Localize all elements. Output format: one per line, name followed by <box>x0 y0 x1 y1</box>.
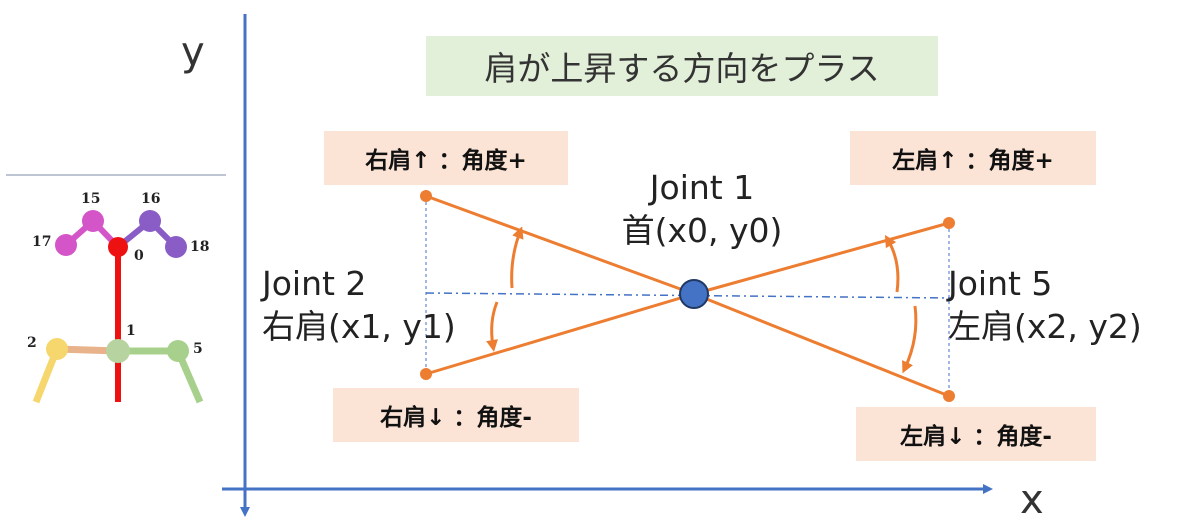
label-right-shoulder-up: 右肩↑ ：角度+ <box>324 131 568 185</box>
point-left-shoulder-down <box>943 390 955 402</box>
keypoint-label-18: 18 <box>190 239 210 255</box>
arc-right-up <box>510 226 524 289</box>
keypoint-17 <box>55 234 77 256</box>
keypoint-1 <box>106 339 130 363</box>
diagram-title: 肩が上昇する方向をプラス <box>426 36 938 96</box>
point-right-shoulder-down <box>420 368 432 380</box>
label-joint-5-line2: 左肩(x2, y2) <box>948 307 1142 346</box>
keypoint-15 <box>82 210 104 232</box>
keypoint-label-0: 0 <box>134 248 144 264</box>
keypoint-0 <box>108 237 128 257</box>
label-joint-2: Joint 2 右肩(x1, y1) <box>262 262 456 348</box>
label-joint-1-line2: 首(x0, y0) <box>621 211 783 250</box>
label-joint-2-line1: Joint 2 <box>262 264 367 303</box>
horizontal-reference-line <box>425 292 951 299</box>
keypoint-label-17: 17 <box>32 234 52 250</box>
keypoint-5 <box>167 340 189 362</box>
arc-left-down <box>902 305 918 374</box>
neck-joint <box>679 279 709 309</box>
keypoint-label-16: 16 <box>141 191 161 207</box>
label-joint-2-line2: 右肩(x1, y1) <box>262 307 456 346</box>
label-joint-5: Joint 5 左肩(x2, y2) <box>948 262 1142 348</box>
label-left-shoulder-up: 左肩↑ ：角度+ <box>850 131 1096 185</box>
line-left-shoulder-up <box>693 221 950 296</box>
keypoint-label-1: 1 <box>126 323 136 339</box>
keypoint-label-15: 15 <box>81 191 101 207</box>
line-left-shoulder-down <box>693 292 950 398</box>
y-axis-label: y <box>181 29 205 75</box>
label-joint-1-line1: Joint 1 <box>649 168 755 207</box>
arc-left-up <box>884 234 900 293</box>
x-axis-label: x <box>1020 477 1044 523</box>
line-right-shoulder-down <box>425 292 695 376</box>
label-right-shoulder-down: 右肩↓ ：角度- <box>333 388 579 442</box>
label-joint-1: Joint 1 首(x0, y0) <box>612 166 792 252</box>
skeleton-figure <box>32 210 204 404</box>
keypoint-2 <box>46 338 68 360</box>
keypoint-label-5: 5 <box>193 341 203 357</box>
arc-right-down <box>486 301 499 352</box>
label-left-shoulder-down: 左肩↓ ：角度- <box>856 407 1096 461</box>
keypoint-18 <box>165 236 187 258</box>
keypoint-16 <box>139 210 161 232</box>
label-joint-5-line1: Joint 5 <box>948 264 1053 303</box>
point-right-shoulder-up <box>420 190 432 202</box>
point-left-shoulder-up <box>943 217 955 229</box>
line-right-shoulder-up <box>425 194 695 296</box>
keypoint-label-2: 2 <box>27 335 37 351</box>
